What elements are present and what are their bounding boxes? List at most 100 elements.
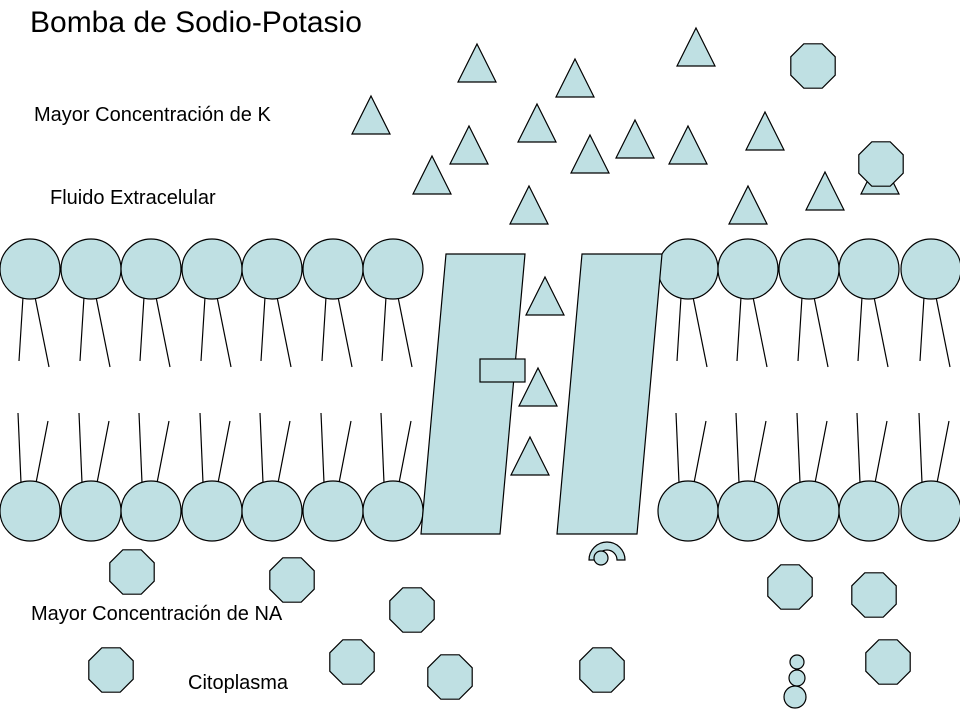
phosphate-icon (789, 654, 805, 670)
lipid-head (241, 480, 303, 542)
pump-binding-site (479, 358, 526, 383)
lipid-head (362, 238, 424, 300)
potassium-ion-icon (525, 275, 565, 316)
lipid-tail (935, 296, 951, 368)
lipid-tail (199, 412, 204, 484)
lipid-tail (320, 412, 325, 484)
lipid-tail (873, 296, 889, 368)
sodium-ion-icon (858, 141, 904, 187)
lipid-head (241, 238, 303, 300)
lipid-tail (138, 412, 143, 484)
lipid-tail (735, 412, 740, 484)
lipid-tail (753, 420, 767, 484)
lipid-tail (156, 420, 170, 484)
potassium-ion-icon (518, 366, 558, 407)
potassium-ion-icon (449, 124, 489, 165)
lipid-tail (380, 412, 385, 484)
potassium-ion-icon (745, 110, 785, 151)
lipid-tail (338, 420, 352, 484)
lipid-head (302, 238, 364, 300)
cytoplasm-label: Citoplasma (188, 672, 289, 694)
sodium-ion-icon (109, 549, 155, 595)
lipid-head (120, 238, 182, 300)
lipid-head (181, 238, 243, 300)
pump-protein-left (420, 253, 526, 535)
lipid-tail (34, 296, 50, 368)
potassium-ion-icon (615, 118, 655, 159)
lipid-head (778, 480, 840, 542)
lipid-tail (919, 296, 925, 362)
potassium-ion-icon (676, 26, 716, 67)
phosphate-icon (788, 669, 806, 687)
lipid-tail (692, 296, 708, 368)
sodium-ion-icon (767, 564, 813, 610)
sodium-ion-icon (427, 654, 473, 700)
lipid-head (0, 238, 61, 300)
lipid-head (120, 480, 182, 542)
lipid-tail (752, 296, 768, 368)
lipid-tail (381, 296, 387, 362)
lipid-tail (874, 420, 888, 484)
lipid-tail (736, 296, 742, 362)
sodium-ion-icon (790, 43, 836, 89)
lipid-tail (796, 412, 801, 484)
lipid-tail (200, 296, 206, 362)
lipid-tail (259, 412, 264, 484)
sodium-ion-icon (269, 557, 315, 603)
lipid-head (838, 238, 900, 300)
lipid-head (900, 480, 960, 542)
lipid-tail (79, 296, 85, 362)
lipid-head (838, 480, 900, 542)
lipid-tail (321, 296, 327, 362)
lipid-tail (693, 420, 707, 484)
potassium-ion-icon (555, 57, 595, 98)
phosphate-icon (783, 685, 807, 709)
intracellular-concentration-label: Mayor Concentración de NA (31, 603, 283, 625)
potassium-ion-icon (668, 124, 708, 165)
lipid-tail (856, 412, 861, 484)
potassium-ion-icon (517, 102, 557, 143)
lipid-tail (35, 420, 49, 484)
lipid-head (717, 238, 779, 300)
atp-circle-icon (593, 550, 609, 566)
lipid-tail (139, 296, 145, 362)
pump-protein-right (556, 253, 663, 535)
lipid-tail (217, 420, 231, 484)
lipid-tail (813, 296, 829, 368)
lipid-head (302, 480, 364, 542)
lipid-tail (216, 296, 232, 368)
lipid-tail (397, 296, 413, 368)
lipid-head (717, 480, 779, 542)
potassium-ion-icon (805, 170, 845, 211)
lipid-tail (857, 296, 863, 362)
potassium-ion-icon (728, 184, 768, 225)
lipid-tail (155, 296, 171, 368)
lipid-tail (277, 420, 291, 484)
lipid-tail (260, 296, 266, 362)
lipid-head (900, 238, 960, 300)
potassium-ion-icon (570, 133, 610, 174)
lipid-tail (337, 296, 353, 368)
lipid-head (181, 480, 243, 542)
lipid-head (0, 480, 61, 542)
potassium-ion-icon (351, 94, 391, 135)
lipid-tail (797, 296, 803, 362)
extracellular-fluid-label: Fluido Extracelular (50, 187, 216, 209)
lipid-tail (78, 412, 83, 484)
potassium-ion-icon (510, 435, 550, 476)
lipid-tail (398, 420, 412, 484)
lipid-tail (95, 296, 111, 368)
diagram-title: Bomba de Sodio-Potasio (30, 6, 362, 39)
lipid-tail (276, 296, 292, 368)
lipid-head (657, 480, 719, 542)
lipid-tail (814, 420, 828, 484)
sodium-ion-icon (851, 572, 897, 618)
lipid-tail (17, 412, 22, 484)
sodium-ion-icon (865, 639, 911, 685)
lipid-tail (918, 412, 923, 484)
lipid-head (778, 238, 840, 300)
lipid-tail (96, 420, 110, 484)
lipid-tail (18, 296, 24, 362)
lipid-head (362, 480, 424, 542)
